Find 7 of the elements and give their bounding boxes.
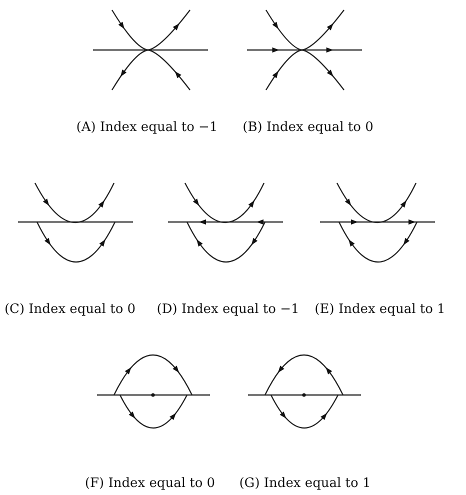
figure-caption: (C) Index equal to 0: [4, 302, 136, 317]
figure-caption: (A) Index equal to −1: [76, 120, 218, 135]
figure-caption: (G) Index equal to 1: [239, 476, 371, 491]
figure-caption: (E) Index equal to 1: [314, 302, 446, 317]
figure-caption: (F) Index equal to 0: [84, 476, 216, 491]
figure-caption: (B) Index equal to 0: [242, 120, 374, 135]
figure-caption: (D) Index equal to −1: [156, 302, 300, 317]
